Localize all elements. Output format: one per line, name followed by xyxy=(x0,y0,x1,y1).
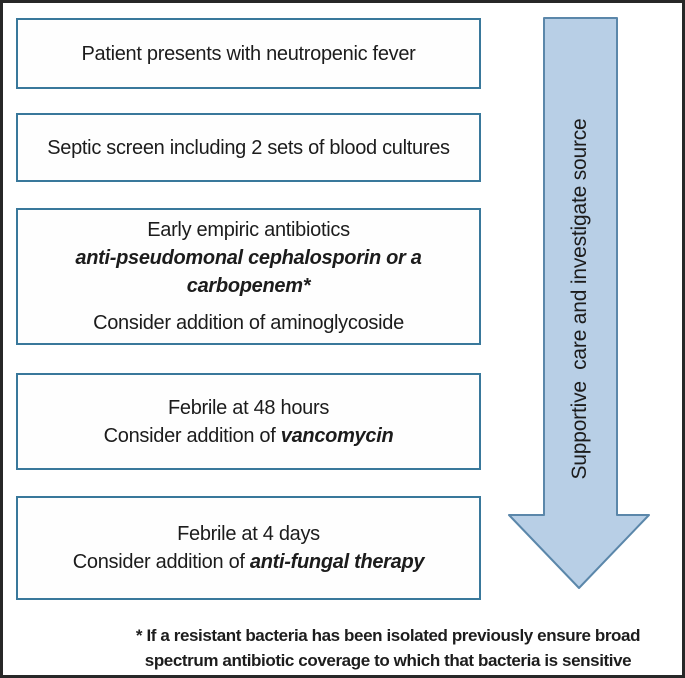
text-segment: Patient presents with neutropenic fever xyxy=(81,42,416,65)
flow-step-text: anti-pseudomonal cephalosporin or a xyxy=(75,244,422,272)
flow-step-septic-screen: Septic screen including 2 sets of blood … xyxy=(16,113,481,182)
flow-step-febrile-4-days: Febrile at 4 days Consider addition of a… xyxy=(16,496,481,600)
text-segment: carbopenem* xyxy=(186,275,311,297)
flow-step-early-empiric-antibiotics: Early empiric antibiotics anti-pseudomon… xyxy=(16,208,481,345)
supportive-care-arrow-label: Supportive care and investigate source xyxy=(568,118,591,480)
flow-step-febrile-48-hours: Febrile at 48 hours Consider addition of… xyxy=(16,373,481,470)
text-segment: Consider addition of xyxy=(103,424,281,447)
text-segment: Febrile at 48 hours xyxy=(167,396,330,419)
text-segment: anti-fungal therapy xyxy=(249,551,425,573)
footnote-line: * If a resistant bacteria has been isola… xyxy=(135,626,641,645)
footnote-line: spectrum antibiotic coverage to which th… xyxy=(144,651,632,670)
flow-step-text: Consider addition of anti-fungal therapy xyxy=(72,548,425,576)
text-segment: Consider addition of aminoglycoside xyxy=(93,312,404,334)
text-segment: Consider addition of xyxy=(72,551,250,573)
flow-step-text: Consider addition of aminoglycoside xyxy=(93,309,404,337)
flow-step-text: carbopenem* xyxy=(186,272,311,300)
text-segment: vancomycin xyxy=(280,424,394,447)
flow-step-text: Febrile at 4 days xyxy=(177,520,320,548)
supportive-care-down-arrow xyxy=(503,13,663,598)
flow-step-text: Septic screen including 2 sets of blood … xyxy=(47,134,450,162)
flow-step-patient-presents: Patient presents with neutropenic fever xyxy=(16,18,481,89)
down-arrow-icon xyxy=(508,17,650,589)
down-arrow-shape xyxy=(508,17,650,589)
flow-step-text: Febrile at 48 hours xyxy=(168,394,329,422)
footnote: * If a resistant bacteria has been isola… xyxy=(98,623,678,673)
text-segment: anti-pseudomonal cephalosporin or a xyxy=(75,247,422,269)
flow-step-text: Consider addition of vancomycin xyxy=(104,422,394,450)
flow-step-text: Early empiric antibiotics xyxy=(147,216,350,244)
flow-step-text: Patient presents with neutropenic fever xyxy=(81,40,415,68)
text-segment: Early empiric antibiotics xyxy=(147,219,350,241)
text-segment: Septic screen including 2 sets of blood … xyxy=(47,136,450,159)
text-segment: Febrile at 4 days xyxy=(177,523,320,545)
